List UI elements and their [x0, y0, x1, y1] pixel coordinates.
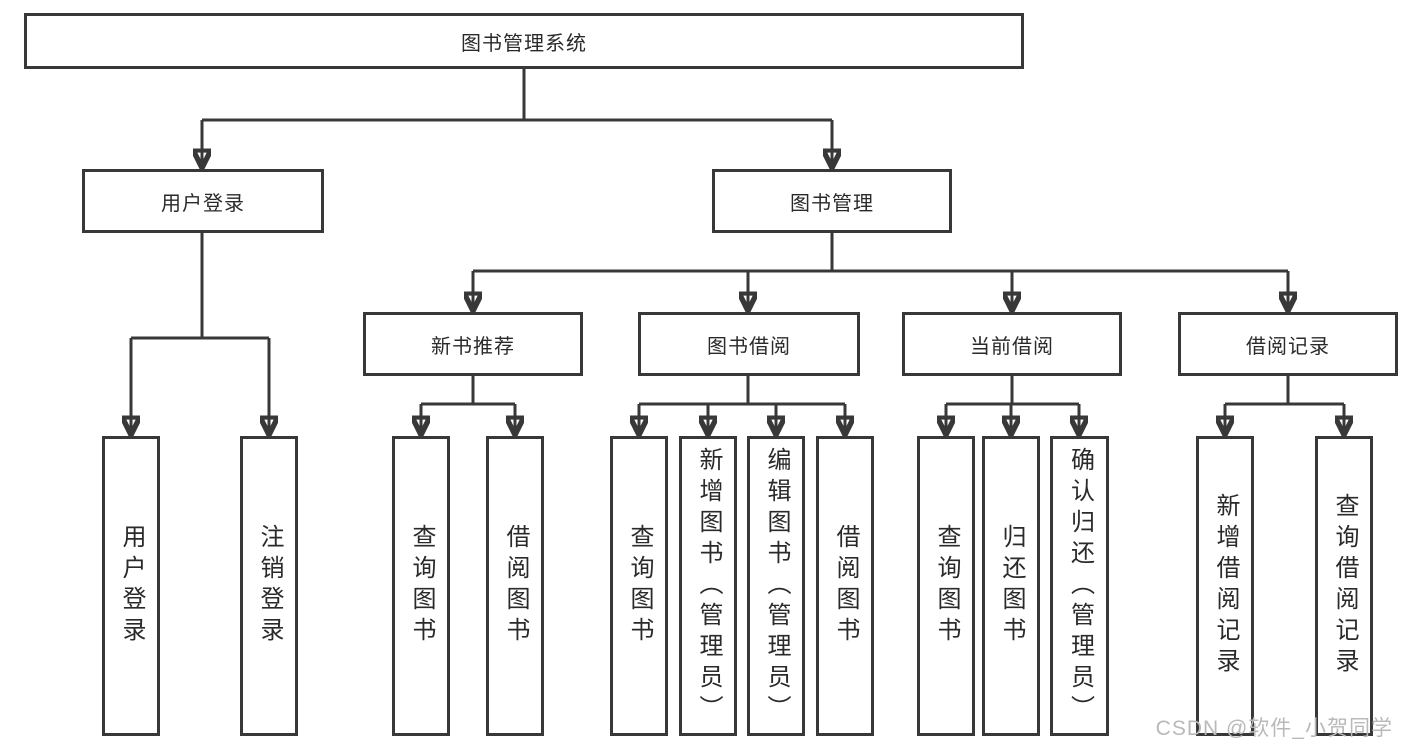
leaf-user-login-label: 用户登录 — [118, 524, 145, 648]
edges-root — [202, 68, 832, 167]
node-user-login: 用户登录 — [82, 169, 324, 233]
node-borrowing-records-label: 借阅记录 — [1246, 335, 1330, 358]
node-new-book-recommend: 新书推荐 — [363, 312, 583, 376]
leaf-borrow-edit-books-admin: 编辑图书（管理员） — [747, 436, 805, 736]
leaf-current-return-books-label: 归还图书 — [998, 524, 1025, 648]
node-book-management: 图书管理 — [712, 169, 952, 233]
leaf-current-confirm-return-admin-label: 确认归还（管理员） — [1066, 446, 1094, 726]
leaf-newrec-borrow-books-label: 借阅图书 — [502, 524, 529, 648]
leaf-records-query-record: 查询借阅记录 — [1315, 436, 1373, 736]
node-current-borrowing-label: 当前借阅 — [970, 335, 1054, 358]
node-current-borrowing: 当前借阅 — [902, 312, 1122, 376]
node-book-management-label: 图书管理 — [790, 192, 874, 215]
node-root-system-label: 图书管理系统 — [461, 32, 587, 55]
leaf-current-query-books: 查询图书 — [917, 436, 975, 736]
edges-new-book-rec — [421, 376, 515, 434]
leaf-borrow-query-books-label: 查询图书 — [626, 524, 653, 648]
leaf-records-query-record-label: 查询借阅记录 — [1331, 493, 1358, 679]
leaf-user-login: 用户登录 — [102, 436, 160, 736]
leaf-borrow-borrow-books: 借阅图书 — [816, 436, 874, 736]
node-root-system: 图书管理系统 — [24, 13, 1024, 69]
leaf-current-confirm-return-admin: 确认归还（管理员） — [1050, 436, 1109, 736]
node-book-borrowing-label: 图书借阅 — [707, 335, 791, 358]
leaf-records-add-record-label: 新增借阅记录 — [1212, 493, 1239, 679]
node-user-login-label: 用户登录 — [161, 192, 245, 215]
edges-user-login — [131, 233, 269, 434]
leaf-newrec-query-books: 查询图书 — [392, 436, 450, 736]
node-book-borrowing: 图书借阅 — [638, 312, 860, 376]
leaf-borrow-add-books-admin-label: 新增图书（管理员） — [695, 446, 722, 726]
leaf-current-return-books: 归还图书 — [982, 436, 1040, 736]
node-borrowing-records: 借阅记录 — [1178, 312, 1398, 376]
leaf-newrec-borrow-books: 借阅图书 — [486, 436, 544, 736]
leaf-logout: 注销登录 — [240, 436, 298, 736]
leaf-current-query-books-label: 查询图书 — [933, 524, 960, 648]
csdn-watermark: CSDN @软件_小贺同学 — [1155, 717, 1393, 740]
node-new-book-recommend-label: 新书推荐 — [431, 335, 515, 358]
leaf-borrow-add-books-admin: 新增图书（管理员） — [679, 436, 737, 736]
leaf-borrow-borrow-books-label: 借阅图书 — [832, 524, 859, 648]
leaf-newrec-query-books-label: 查询图书 — [408, 524, 435, 648]
edges-book-borrow — [639, 376, 845, 434]
leaf-records-add-record: 新增借阅记录 — [1196, 436, 1254, 736]
edges-book-mgmt — [473, 233, 1288, 310]
leaf-logout-label: 注销登录 — [256, 524, 283, 648]
edges-current-borrow — [946, 376, 1079, 434]
leaf-borrow-query-books: 查询图书 — [610, 436, 668, 736]
edges-borrow-records — [1225, 376, 1344, 434]
leaf-borrow-edit-books-admin-label: 编辑图书（管理员） — [763, 446, 790, 726]
